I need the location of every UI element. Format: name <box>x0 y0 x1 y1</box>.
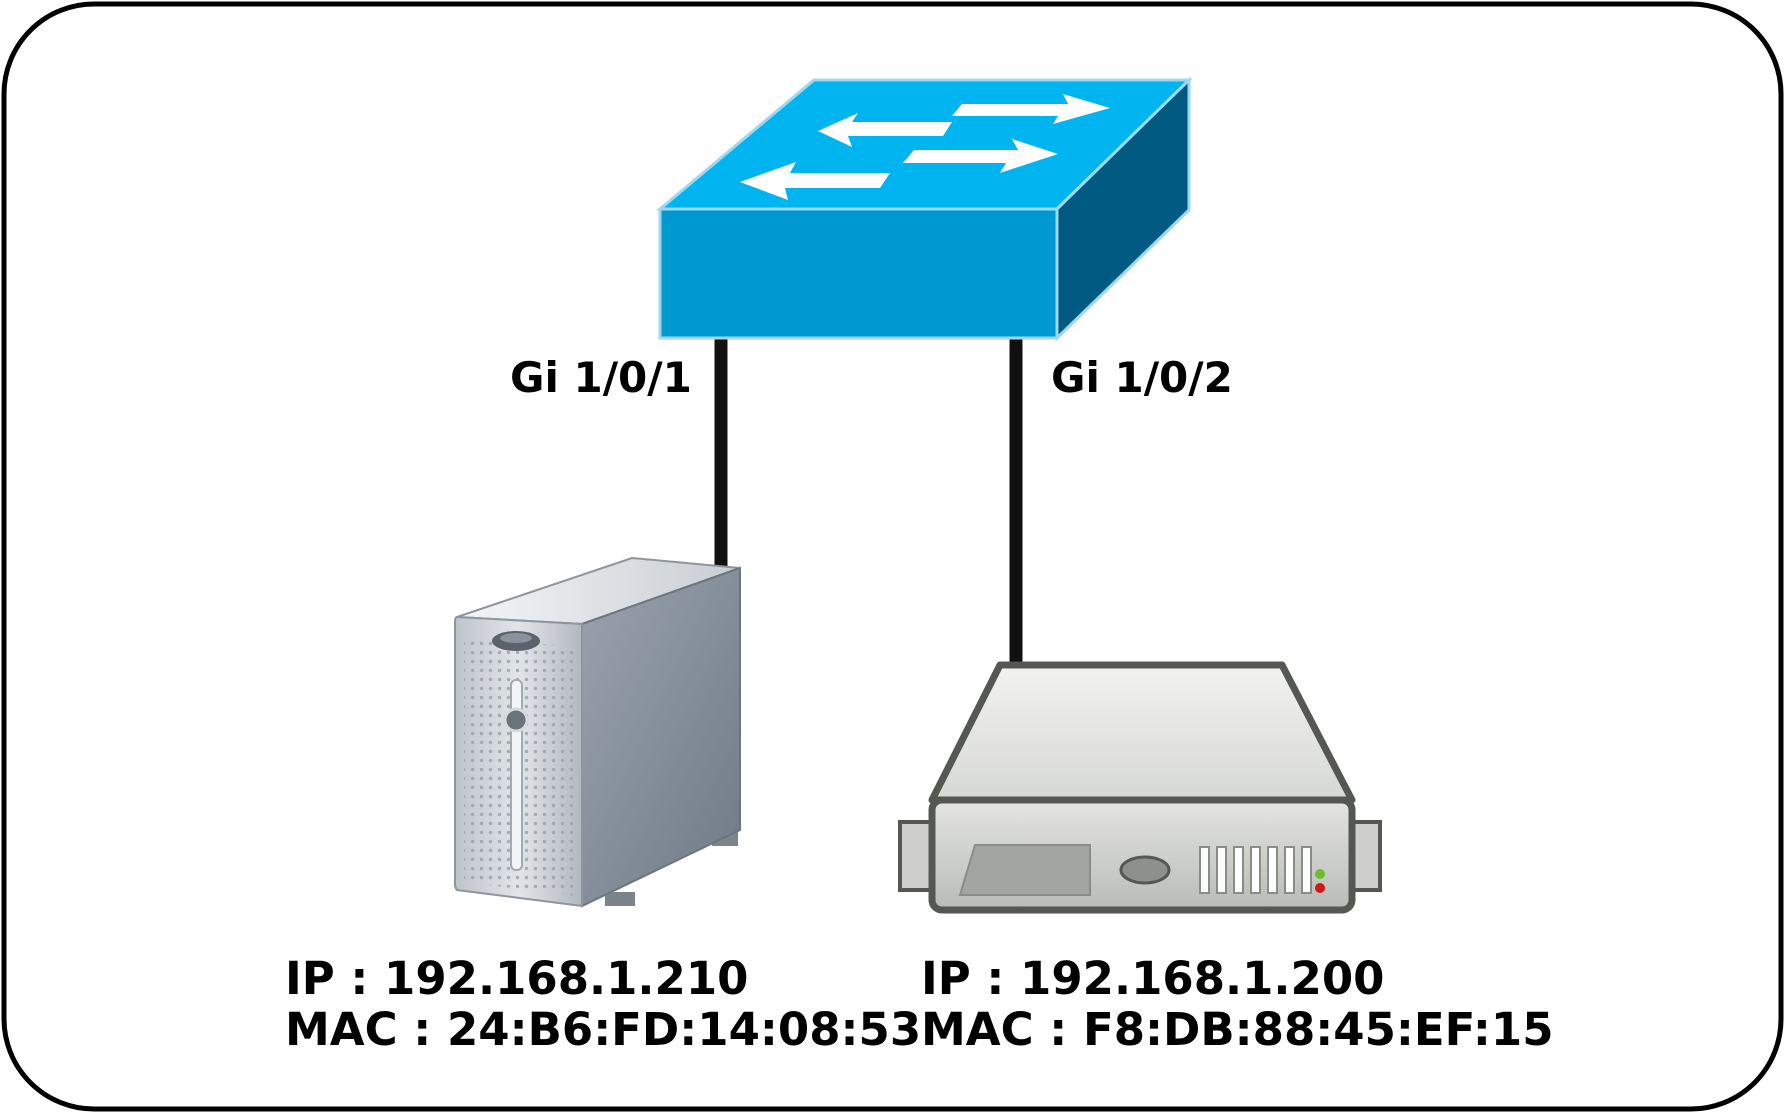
host-1-mac-label: MAC : 24:B6:FD:14:08:53 <box>285 1003 921 1056</box>
arrow-left-icon <box>818 113 952 147</box>
network-switch-icon <box>655 76 1193 342</box>
status-led-green-icon <box>1315 869 1325 879</box>
switch-front-face <box>658 207 1059 340</box>
arrow-right-icon <box>952 94 1110 124</box>
switch-arrows <box>740 94 1110 200</box>
tower-foot <box>605 892 635 906</box>
port-label-gi-1-0-2: Gi 1/0/2 <box>1051 353 1233 402</box>
server-vents <box>1199 846 1312 894</box>
arrow-right-icon <box>903 139 1058 173</box>
server-drive-bay <box>958 844 1091 896</box>
rack-server-icon <box>898 661 1382 914</box>
tower-drive-bay-highlight <box>500 633 532 643</box>
server-optical-slot <box>1119 855 1171 885</box>
host-2-mac-label: MAC : F8:DB:88:45:EF:15 <box>921 1003 1554 1056</box>
tower-computer-icon <box>454 556 741 908</box>
status-led-red-icon <box>1315 883 1325 893</box>
power-button-icon <box>503 707 529 733</box>
server-top-face <box>928 661 1356 804</box>
host-2-ip-label: IP : 192.168.1.200 <box>921 952 1384 1005</box>
arrow-left-icon <box>740 162 890 200</box>
port-label-gi-1-0-1: Gi 1/0/1 <box>510 353 692 402</box>
host-1-ip-label: IP : 192.168.1.210 <box>285 952 748 1005</box>
